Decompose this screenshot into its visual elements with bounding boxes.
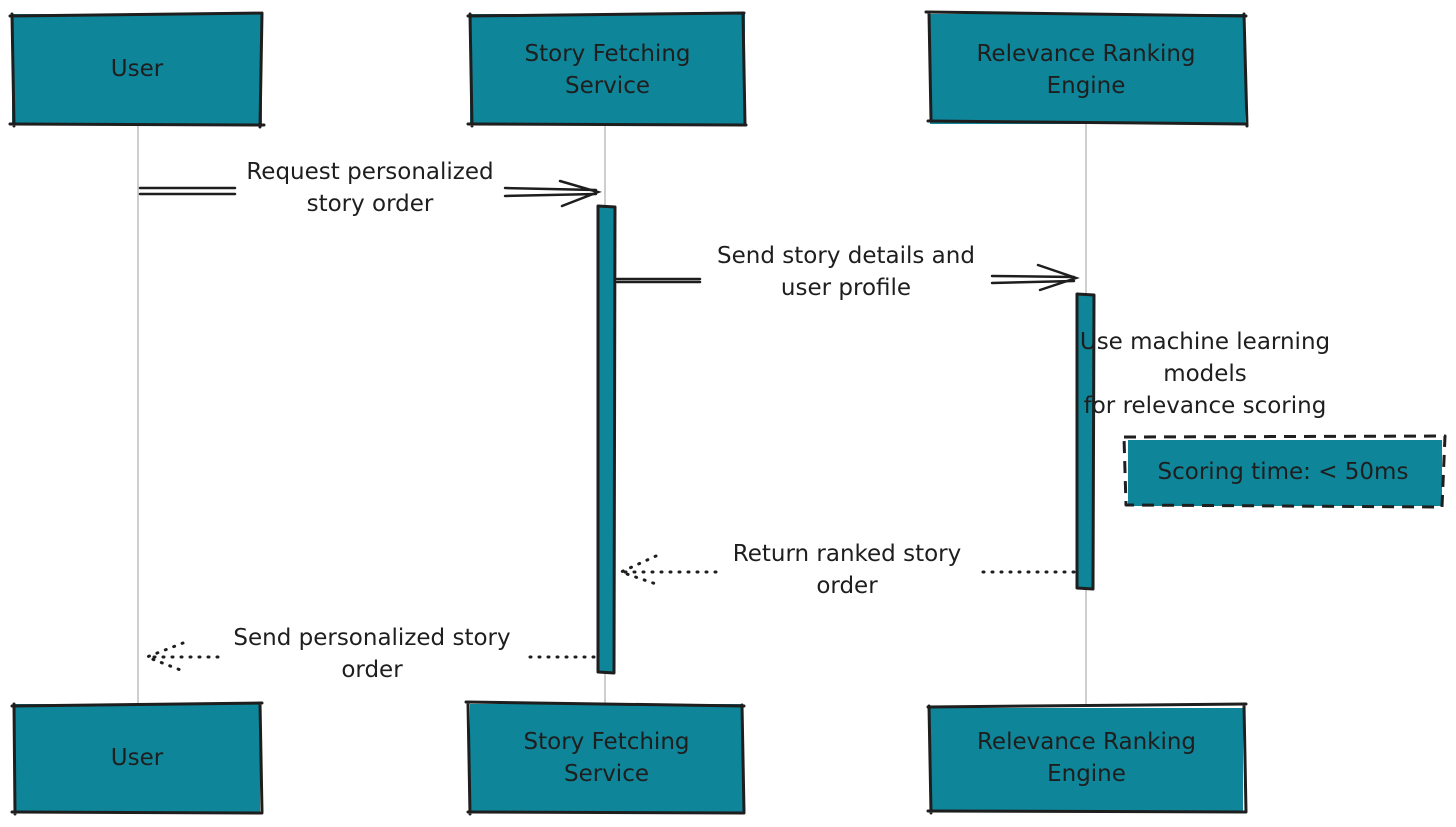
note-text: Scoring time: < 50ms (1157, 459, 1409, 485)
participant-name-line1: Relevance Ranking (976, 729, 1197, 755)
participant-name-line2: Service (564, 73, 650, 99)
activation-bar-relevance-ranking (1075, 292, 1096, 591)
message-label-line1: Send story details and (717, 243, 975, 269)
activation-bar-story-fetching (596, 204, 617, 675)
message-label-request: Request personalized story order (235, 156, 505, 220)
message-arrow-return-ranked (616, 554, 1076, 586)
participant-name-line1: Relevance Ranking (976, 41, 1196, 67)
self-message-line2: models (1163, 361, 1247, 387)
participant-name-line1: Story Fetching (523, 729, 690, 755)
message-label-line2: user profile (780, 275, 912, 301)
participant-name: User (110, 56, 164, 82)
message-label-line1: Send personalized story (233, 625, 511, 651)
message-arrow-request (138, 179, 602, 208)
participant-name-line2: Engine (1047, 761, 1126, 787)
message-arrow-send-details (615, 263, 1080, 292)
message-label-line2: order (341, 657, 403, 683)
message-label-line1: Return ranked story (732, 541, 962, 567)
self-message-line1: Use machine learning (1079, 329, 1331, 355)
message-arrow-send-personalized (142, 641, 596, 673)
participant-name-line2: Engine (1046, 73, 1126, 99)
message-label-line2: story order (306, 191, 434, 217)
participant-box-relevance-ranking-top (924, 10, 1249, 128)
message-label-send-details: Send story details and user profile (700, 240, 992, 304)
participant-box-relevance-ranking-bottom (926, 702, 1248, 815)
participant-name-line2: Service (563, 761, 649, 787)
message-label-line1: Request personalized (246, 159, 494, 185)
participant-name: User (110, 745, 164, 771)
participant-box-user-top (8, 11, 266, 129)
participant-label-story-fetching-bottom: Story Fetching Service (470, 708, 743, 808)
participant-box-story-fetching-top (466, 11, 748, 128)
note-label: Scoring time: < 50ms (1128, 440, 1438, 504)
note-box (1122, 434, 1447, 509)
participant-label-user-top: User (12, 14, 262, 124)
self-message-line3: for relevance scoring (1083, 393, 1327, 419)
participant-label-relevance-ranking-bottom: Relevance Ranking Engine (930, 708, 1243, 808)
message-label-send-personalized: Send personalized story order (218, 622, 526, 686)
participant-label-story-fetching-top: Story Fetching Service (470, 20, 745, 120)
participant-name-line1: Story Fetching (524, 41, 691, 67)
participant-label-user-bottom: User (14, 704, 260, 812)
message-label-return-ranked: Return ranked story order (716, 538, 978, 602)
message-label-line2: order (816, 573, 878, 599)
self-message-label: Use machine learning models for relevanc… (1060, 326, 1350, 422)
participant-box-story-fetching-bottom (464, 700, 746, 816)
participant-label-relevance-ranking-top: Relevance Ranking Engine (930, 20, 1242, 120)
participant-box-user-bottom (10, 701, 264, 816)
